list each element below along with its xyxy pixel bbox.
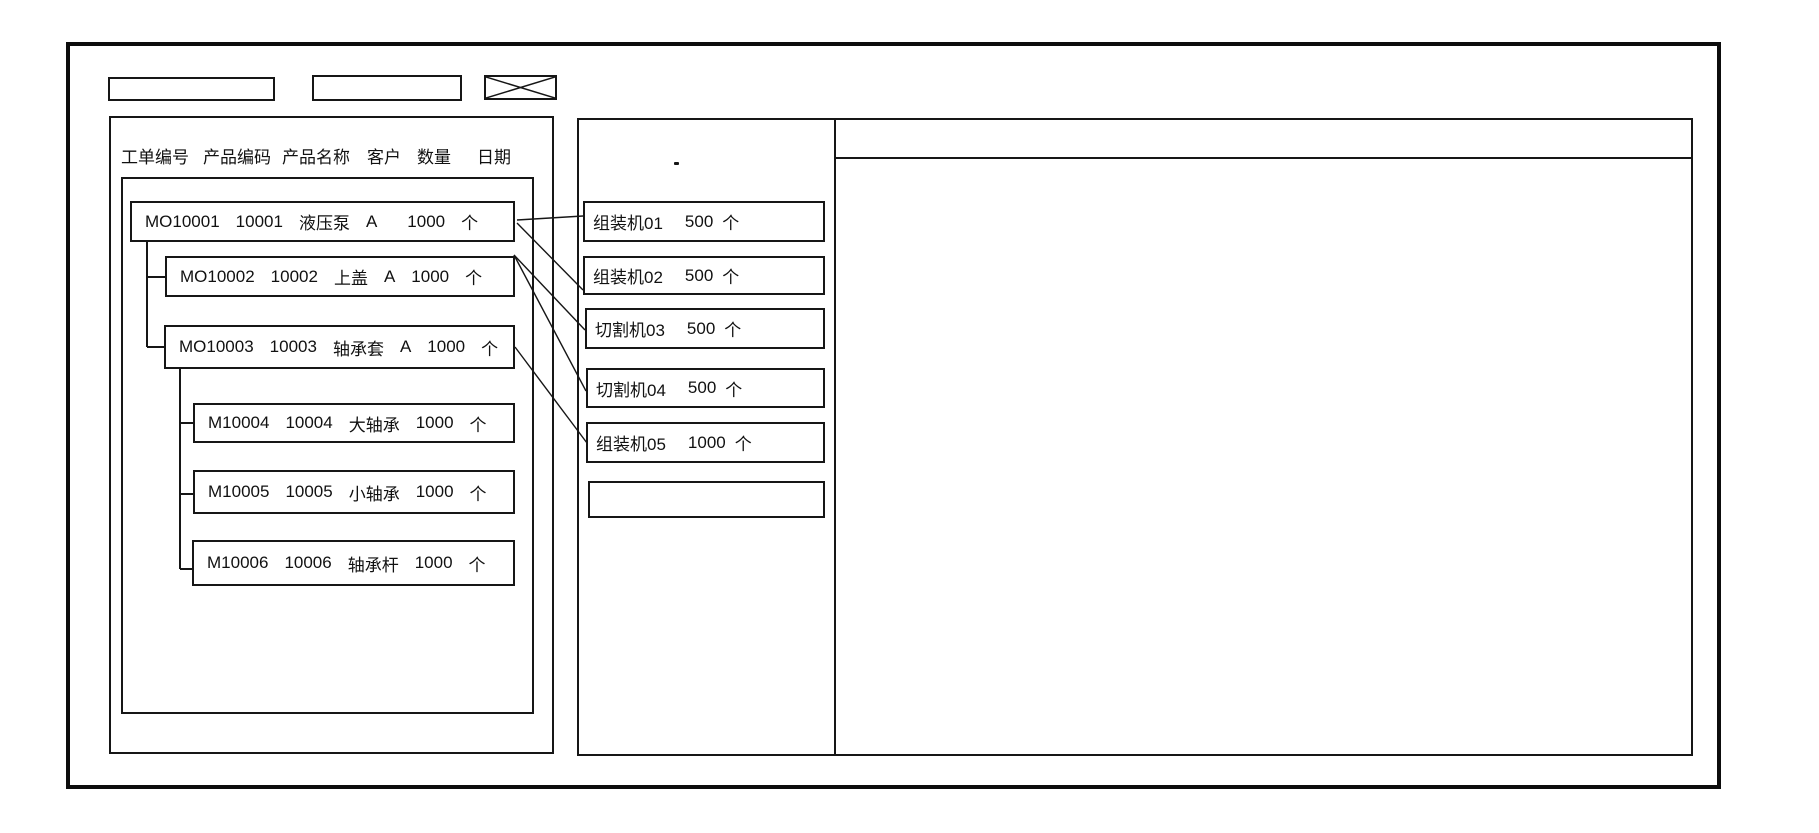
product-name: 轴承套 xyxy=(332,339,384,359)
machine-card-zzj05[interactable]: 组装机05 1000 个 xyxy=(586,422,825,463)
product-code: 10001 xyxy=(235,211,283,231)
order-no: MO10002 xyxy=(180,266,255,286)
customer: A xyxy=(399,337,412,356)
machine-unit: 个 xyxy=(725,380,743,400)
product-code: 10006 xyxy=(284,553,332,572)
machine-quantity: 500 xyxy=(687,378,717,397)
order-no: M10006 xyxy=(207,553,269,572)
column-header-quantity: 数量 xyxy=(417,148,451,167)
column-header-date: 日期 xyxy=(477,148,511,167)
unit: 个 xyxy=(461,214,479,233)
order-no: MO10003 xyxy=(179,337,254,356)
machine-unit: 个 xyxy=(734,435,752,454)
unit: 个 xyxy=(469,415,487,435)
machine-unit: 个 xyxy=(724,321,742,340)
order-no: MO10001 xyxy=(145,211,220,231)
quantity: 1000 xyxy=(414,553,453,572)
image-placeholder-icon xyxy=(484,75,557,100)
column-header-product-code: 产品编码 xyxy=(203,148,271,167)
work-order-card-m10004[interactable]: M10004 10004 大轴承 1000 个 xyxy=(193,403,515,443)
work-order-card-mo10003[interactable]: MO10003 10003 轴承套 A 1000 个 xyxy=(164,325,515,369)
machine-card-zzj01[interactable]: 组装机01 500 个 xyxy=(583,201,825,242)
machine-name: 组装机02 xyxy=(593,268,663,287)
machine-quantity: 500 xyxy=(686,318,716,338)
detail-panel-header-divider xyxy=(836,157,1693,159)
unit: 个 xyxy=(481,339,499,359)
quantity: 1000 xyxy=(407,211,446,231)
machine-name: 切割机03 xyxy=(595,321,665,340)
machine-card-qgj04[interactable]: 切割机04 500 个 xyxy=(586,368,825,408)
work-order-card-m10006[interactable]: M10006 10006 轴承杆 1000 个 xyxy=(192,540,515,586)
product-code: 10005 xyxy=(285,482,333,501)
quantity: 1000 xyxy=(415,413,454,432)
product-code: 10004 xyxy=(285,413,333,432)
product-name: 小轴承 xyxy=(348,484,400,504)
machine-name: 切割机04 xyxy=(596,380,666,400)
product-name: 上盖 xyxy=(333,269,368,288)
product-name: 液压泵 xyxy=(298,214,350,233)
machine-slot-empty[interactable] xyxy=(588,481,825,518)
unit: 个 xyxy=(465,269,483,288)
column-header-order-no: 工单编号 xyxy=(121,148,189,167)
product-code: 10003 xyxy=(269,337,317,356)
product-name: 大轴承 xyxy=(348,415,400,435)
machine-unit: 个 xyxy=(722,214,740,233)
machine-unit: 个 xyxy=(722,268,740,287)
work-order-card-m10005[interactable]: M10005 10005 小轴承 1000 个 xyxy=(193,470,515,514)
product-code: 10002 xyxy=(270,266,318,286)
stray-dot xyxy=(674,162,679,165)
product-name: 轴承杆 xyxy=(347,555,399,575)
machine-card-qgj03[interactable]: 切割机03 500 个 xyxy=(585,308,825,349)
order-no: M10005 xyxy=(208,482,270,501)
column-header-customer: 客户 xyxy=(367,148,401,167)
work-order-card-mo10002[interactable]: MO10002 10002 上盖 A 1000 个 xyxy=(165,256,515,297)
machine-card-zzj02[interactable]: 组装机02 500 个 xyxy=(583,256,825,295)
quantity: 1000 xyxy=(427,337,466,356)
quantity: 1000 xyxy=(415,482,454,501)
panel-divider-vertical xyxy=(834,118,836,756)
machine-name: 组装机01 xyxy=(593,214,663,233)
machine-quantity: 1000 xyxy=(687,432,726,452)
customer: A xyxy=(383,266,396,286)
work-order-card-mo10001[interactable]: MO10001 10001 液压泵 A 1000 个 xyxy=(130,201,515,242)
customer: A xyxy=(365,211,378,231)
machine-quantity: 500 xyxy=(684,211,714,231)
text-input-2[interactable] xyxy=(312,75,462,101)
unit: 个 xyxy=(469,484,487,504)
unit: 个 xyxy=(468,555,486,575)
quantity: 1000 xyxy=(411,266,450,286)
machine-quantity: 500 xyxy=(684,265,714,285)
order-no: M10004 xyxy=(208,413,270,432)
text-input-1[interactable] xyxy=(108,77,275,101)
machine-name: 组装机05 xyxy=(596,435,666,454)
detail-panel-body xyxy=(836,159,1693,754)
column-header-product-name: 产品名称 xyxy=(282,148,350,167)
